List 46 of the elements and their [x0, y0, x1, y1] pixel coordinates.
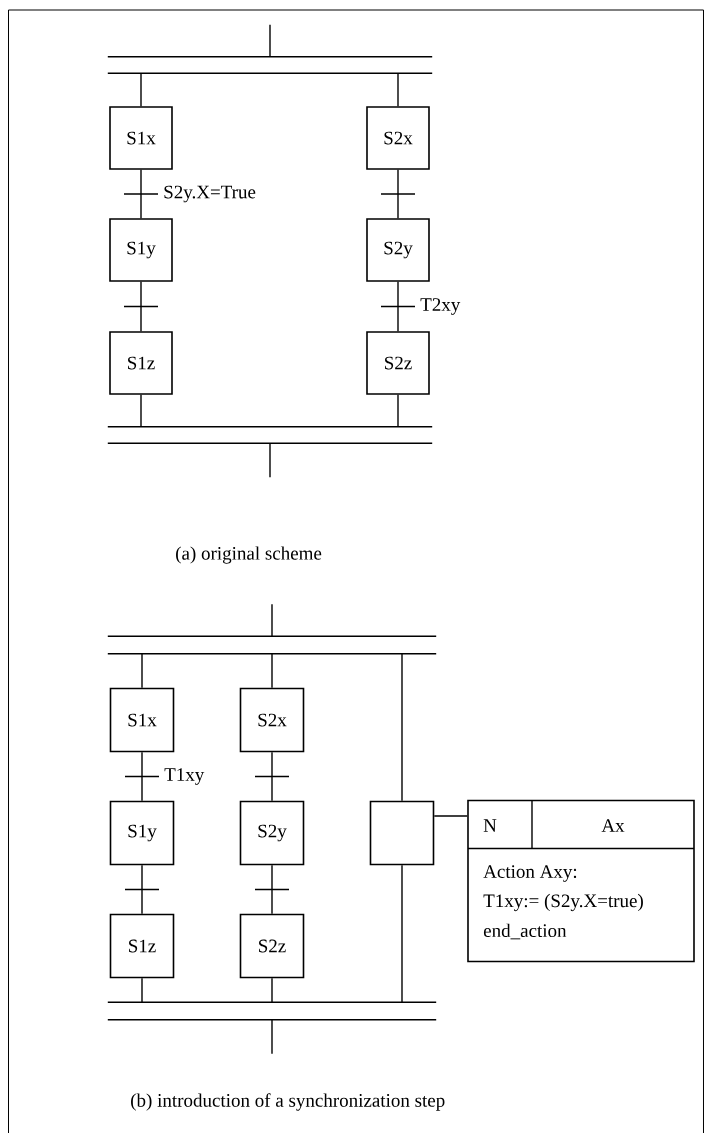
connector-line — [141, 653, 143, 689]
parallel-bar — [107, 56, 433, 74]
connector-line — [271, 864, 273, 915]
connector-line — [271, 751, 273, 802]
step-box: S2z — [366, 331, 430, 395]
connector-line — [269, 442, 271, 478]
connector-line — [140, 281, 142, 332]
connector-line — [141, 977, 143, 1003]
caption: (b) introduction of a synchronization step — [131, 1093, 445, 1111]
connector-line — [141, 864, 143, 915]
step-box: S1x — [109, 106, 173, 170]
connector-line — [401, 864, 403, 1003]
connector-line — [269, 24, 271, 58]
parallel-bar — [107, 635, 437, 655]
connector-line — [140, 72, 142, 107]
step-box: S2y — [366, 218, 430, 282]
step-box: S1y — [109, 218, 173, 282]
step-box: S2z — [239, 913, 305, 979]
step-box: S2x — [239, 687, 305, 753]
connector-line — [271, 977, 273, 1003]
transition-label: T1xy — [164, 768, 205, 785]
connector-line — [401, 653, 403, 802]
transition-label: S2y.X=True — [164, 185, 256, 203]
step-box: S1z — [109, 331, 173, 395]
parallel-bar — [107, 426, 433, 444]
connector-line — [140, 169, 142, 219]
connector-line — [141, 751, 143, 802]
connector-line — [140, 394, 142, 428]
connector-line — [433, 815, 468, 817]
step-box: S1y — [109, 800, 175, 866]
caption: (a) original scheme — [176, 546, 322, 564]
step-box: S2x — [366, 106, 430, 170]
connector-line — [271, 653, 273, 689]
connector-line — [271, 1019, 273, 1055]
step-box: S1z — [109, 913, 175, 979]
step-box: S2y — [239, 800, 305, 866]
connector-line — [397, 72, 399, 107]
connector-line — [271, 603, 273, 637]
connector-line — [397, 281, 399, 332]
sync-step-box — [369, 800, 435, 866]
step-box: S1x — [109, 687, 175, 753]
transition-label: T2xy — [420, 298, 461, 315]
action-block: N Ax Action Axy: T1xy:= (S2y.X=true) end_action — [467, 799, 695, 963]
connector-line — [397, 169, 399, 219]
parallel-bar — [107, 1001, 437, 1021]
connector-line — [397, 394, 399, 428]
